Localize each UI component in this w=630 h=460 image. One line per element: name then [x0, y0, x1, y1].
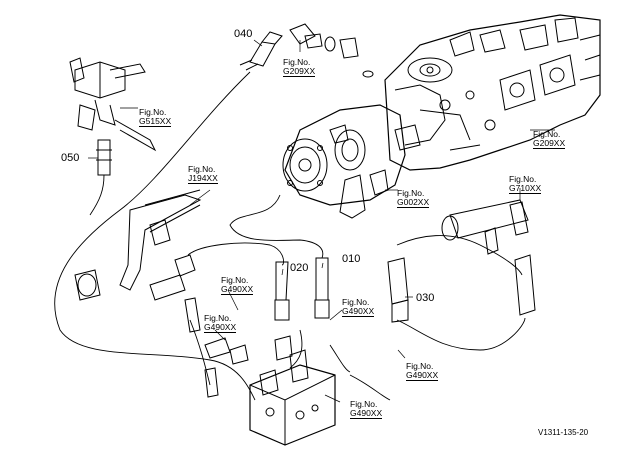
callout-040: 040 [234, 28, 253, 40]
left-fitting-assembly [69, 57, 157, 176]
connector-040-area [239, 23, 374, 78]
fig-ref-g209-right: Fig.No. G209XX [533, 129, 566, 149]
fig-ref-g209-top: Fig.No. G209XX [283, 57, 316, 77]
callout-030: 030 [416, 292, 435, 304]
main-pump-assembly [384, 14, 601, 171]
gear-pump [282, 104, 421, 219]
fig-ref-g490-d: Fig.No. G490XX [406, 361, 439, 381]
fig-ref-g490-e: Fig.No. G490XX [350, 399, 383, 419]
fig-ref-g710: Fig.No. G710XX [509, 174, 542, 194]
bracket-j194 [74, 189, 202, 301]
callout-020: 020 [290, 262, 309, 274]
hose-lines [54, 71, 526, 401]
fig-ref-g490-c: Fig.No. G490XX [342, 297, 375, 317]
callout-050: 050 [61, 152, 80, 164]
drawing-id: V1311-135-20 [538, 428, 589, 437]
fig-ref-g515: Fig.No. G515XX [139, 107, 172, 127]
elbow-fittings-left [149, 254, 249, 398]
elbow-g710 [441, 199, 536, 316]
callout-010: 010 [342, 253, 361, 265]
fig-ref-g002: Fig.No. G002XX [397, 188, 430, 208]
hose-ends [274, 257, 409, 323]
fig-ref-g490-b: Fig.No. G490XX [204, 313, 237, 333]
fig-ref-g490-a: Fig.No. G490XX [221, 275, 254, 295]
control-valve-block [249, 335, 336, 446]
leader-lines [88, 39, 555, 403]
fig-ref-j194: Fig.No. J194XX [188, 164, 218, 184]
